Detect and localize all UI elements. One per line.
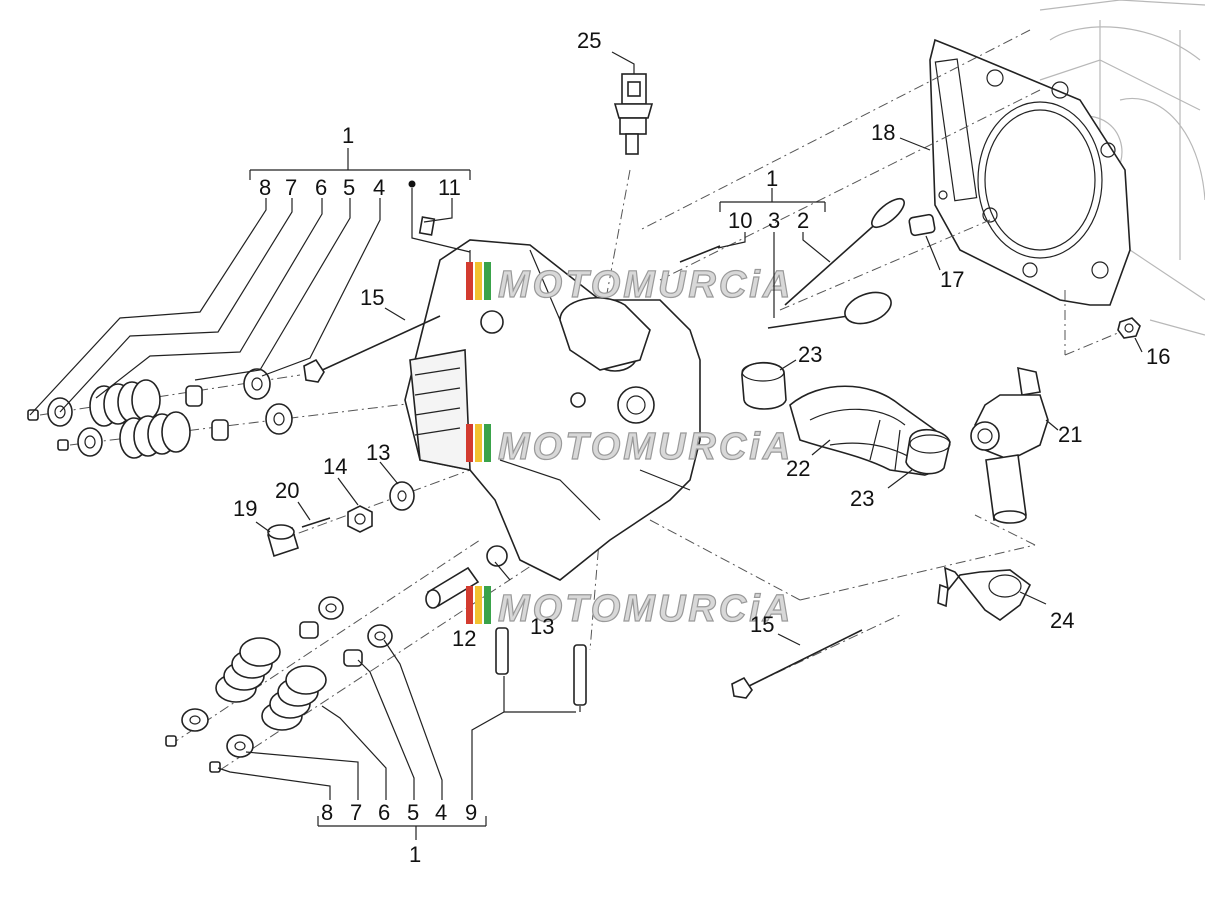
callout-4-top: 4 xyxy=(373,175,385,200)
callout-4-bottom: 4 xyxy=(435,800,447,825)
head-gasket xyxy=(929,38,1131,306)
callout-1-top: 1 xyxy=(342,123,354,148)
watermark-2: MOTOMURCiA xyxy=(466,424,793,469)
callout-13-bottom: 13 xyxy=(530,614,554,639)
upper-valve-springs xyxy=(27,368,293,459)
callout-13-left: 13 xyxy=(366,440,390,465)
callout-15-left: 15 xyxy=(360,285,384,310)
callout-8-top: 8 xyxy=(259,175,271,200)
callout-22: 22 xyxy=(786,456,810,481)
lower-valve-springs xyxy=(165,596,393,773)
callout-1-bottom: 1 xyxy=(409,842,421,867)
callout-12: 12 xyxy=(452,626,476,651)
thermostat-housing xyxy=(970,366,1049,524)
bracket xyxy=(937,566,1032,621)
callout-16: 16 xyxy=(1146,344,1170,369)
watermark-text: MOTOMURCiA xyxy=(498,426,793,468)
callout-6-top: 6 xyxy=(315,175,327,200)
temperature-sensor xyxy=(613,73,654,155)
callout-21: 21 xyxy=(1058,422,1082,447)
callout-labels: 1 8 7 6 5 4 11 15 14 13 20 19 25 1 10 3 … xyxy=(233,28,1170,867)
callout-23-bottom: 23 xyxy=(850,486,874,511)
callout-2: 2 xyxy=(797,208,809,233)
callout-10: 10 xyxy=(728,208,752,233)
valve-guide xyxy=(908,213,936,237)
callout-23-top: 23 xyxy=(798,342,822,367)
valves xyxy=(767,197,905,329)
callout-20: 20 xyxy=(275,478,299,503)
callout-18: 18 xyxy=(871,120,895,145)
callout-19: 19 xyxy=(233,496,257,521)
callout-3: 3 xyxy=(768,208,780,233)
callout-14: 14 xyxy=(323,454,347,479)
watermark-text: MOTOMURCiA xyxy=(498,588,793,630)
nut xyxy=(1117,317,1141,339)
watermark-1: MOTOMURCiA xyxy=(466,262,793,307)
callout-17: 17 xyxy=(940,267,964,292)
callout-15-right: 15 xyxy=(750,612,774,637)
cylinder-head xyxy=(404,239,701,581)
dowel-pins xyxy=(425,566,587,706)
hose-clamps xyxy=(741,361,951,475)
callout-1-mid: 1 xyxy=(766,166,778,191)
callout-7-bottom: 7 xyxy=(350,800,362,825)
callout-24: 24 xyxy=(1050,608,1074,633)
callout-5-top: 5 xyxy=(343,175,355,200)
callout-5-bottom: 5 xyxy=(407,800,419,825)
callout-11: 11 xyxy=(438,175,461,200)
plug-washers xyxy=(267,481,415,558)
long-bolts xyxy=(303,315,863,699)
watermark-text: MOTOMURCiA xyxy=(498,264,793,306)
callout-6-bottom: 6 xyxy=(378,800,390,825)
callout-7-top: 7 xyxy=(285,175,297,200)
callout-8-bottom: 8 xyxy=(321,800,333,825)
callout-9: 9 xyxy=(465,800,477,825)
leader-lines xyxy=(29,51,1143,840)
callout-25: 25 xyxy=(577,28,601,53)
watermark-3: MOTOMURCiA xyxy=(466,586,793,631)
